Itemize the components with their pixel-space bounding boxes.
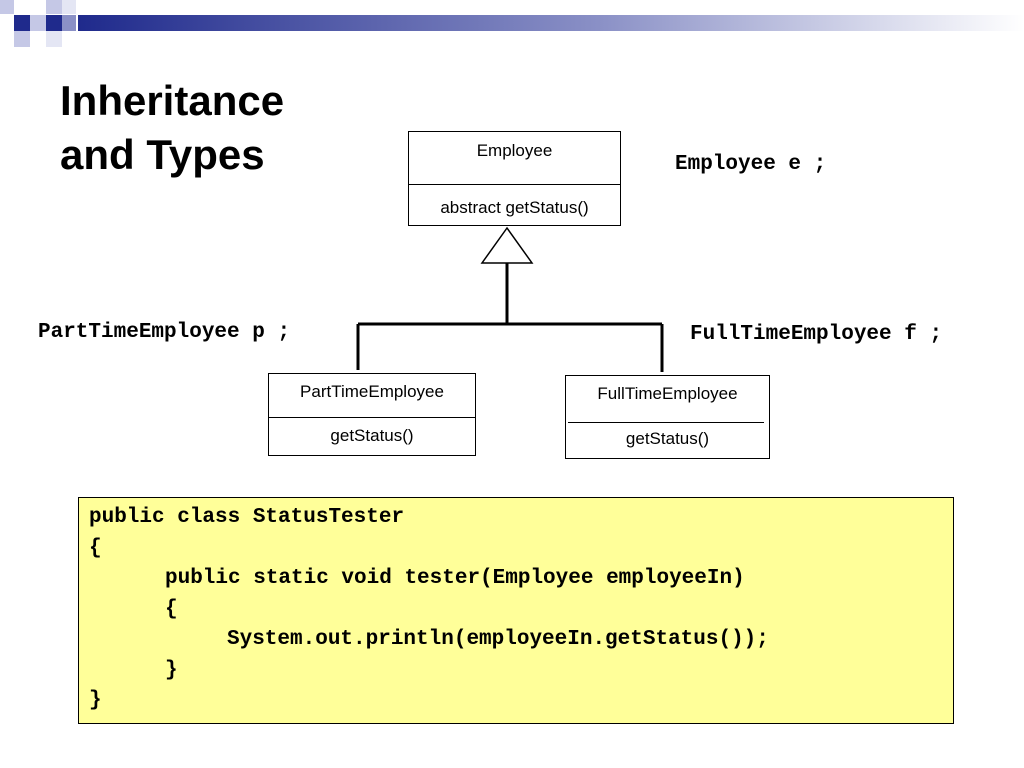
- declaration-full-time: FullTimeEmployee f ;: [690, 323, 943, 346]
- header-gradient-bar: [0, 0, 1024, 47]
- class-divider: [568, 422, 764, 423]
- declaration-part-time: PartTimeEmployee p ;: [38, 321, 291, 344]
- code-line-method-open-brace: {: [165, 598, 178, 621]
- code-line-method-decl: public static void tester(Employee emplo…: [165, 567, 745, 590]
- class-divider: [409, 184, 620, 185]
- class-box-full-time-employee: FullTimeEmployee getStatus(): [565, 375, 770, 459]
- slide-title-line-2: and Types: [60, 131, 265, 178]
- class-method-employee: abstract getStatus(): [440, 198, 589, 217]
- code-line-println: System.out.println(employeeIn.getStatus(…: [227, 628, 769, 651]
- class-box-employee: Employee abstract getStatus(): [408, 131, 621, 226]
- code-line-open-brace: {: [89, 537, 102, 560]
- code-line-class-decl: public class StatusTester: [89, 506, 405, 529]
- class-method-full-time-employee: getStatus(): [625, 429, 710, 448]
- class-method-part-time-employee: getStatus(): [330, 426, 414, 445]
- code-line-method-close-brace: }: [165, 659, 178, 682]
- header-decoration: [0, 0, 1024, 48]
- class-name-full-time-employee: FullTimeEmployee: [597, 384, 738, 403]
- inheritance-triangle: [480, 226, 534, 264]
- class-divider: [269, 417, 475, 418]
- code-block: public class StatusTester { public stati…: [78, 497, 954, 724]
- class-box-part-time-employee: PartTimeEmployee getStatus(): [268, 373, 476, 456]
- slide-title-line-1: Inheritance: [60, 77, 285, 124]
- declaration-employee: Employee e ;: [675, 153, 827, 176]
- class-name-employee: Employee: [476, 141, 553, 160]
- code-line-close-brace: }: [89, 689, 102, 712]
- class-name-part-time-employee: PartTimeEmployee: [300, 382, 444, 401]
- slide-title: Inheritance and Types: [60, 74, 284, 182]
